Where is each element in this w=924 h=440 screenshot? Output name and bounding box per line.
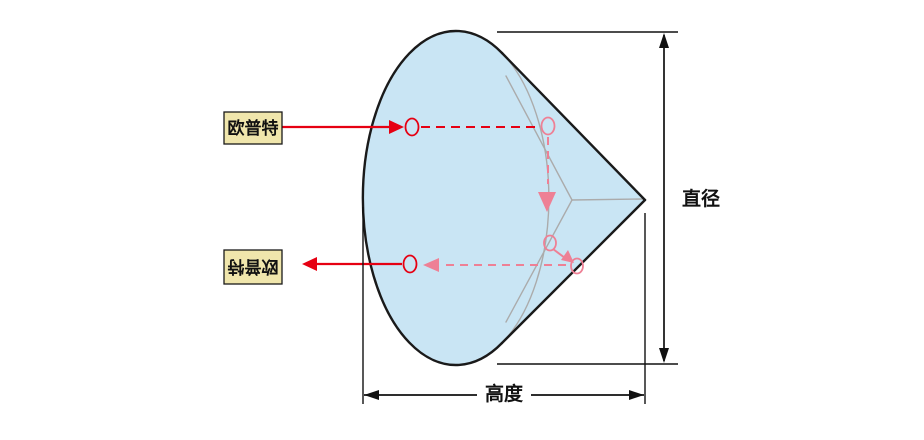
- internal-reflections: [423, 137, 584, 275]
- incident-beam-arrowhead-icon: [389, 120, 404, 134]
- cube-edge-lower: [505, 199, 573, 323]
- diameter-label: 直径: [682, 187, 720, 210]
- height-label-backdrop: [477, 379, 531, 405]
- diameter-dimension: 直径: [497, 31, 720, 365]
- brand-label-bottom-text: 欧普特: [228, 257, 279, 277]
- diameter-arrow-up-icon: [659, 33, 669, 48]
- cube-edge-middle: [571, 198, 644, 201]
- height-arrow-right-icon: [629, 390, 644, 400]
- return-beam-arrowhead-icon: [423, 258, 439, 272]
- diameter-arrow-down-icon: [659, 348, 669, 363]
- exit-point-circle: [402, 254, 418, 274]
- first-reflection-circle: [540, 116, 556, 136]
- exit-beam: [302, 254, 418, 274]
- prism-body: [361, 29, 647, 367]
- diagonal-reflection-line: [552, 248, 566, 259]
- entry-point-circle: [404, 117, 420, 137]
- incident-beam: [282, 116, 556, 137]
- brand-label-top-box: [223, 111, 283, 145]
- brand-label-top-text: 欧普特: [228, 118, 279, 138]
- prism-front-face-fill: [363, 31, 549, 365]
- second-reflection-circle: [543, 234, 557, 252]
- height-arrow-left-icon: [364, 390, 379, 400]
- height-dimension: 高度: [362, 207, 646, 405]
- third-reflection-circle: [570, 257, 584, 275]
- down-reflection-arrowhead-icon: [538, 192, 556, 212]
- prism-front-rim: [361, 29, 504, 367]
- exit-beam-arrowhead-icon: [302, 257, 317, 271]
- brand-label-bottom-inverted: 欧普特: [223, 249, 283, 285]
- cube-edge-upper: [505, 75, 573, 201]
- prism-top-edge: [500, 51, 647, 202]
- brand-label-bottom-box: [223, 249, 283, 285]
- brand-label-top: 欧普特: [223, 111, 283, 145]
- height-label: 高度: [485, 382, 524, 405]
- diagonal-reflection-arrowhead-icon: [561, 250, 574, 263]
